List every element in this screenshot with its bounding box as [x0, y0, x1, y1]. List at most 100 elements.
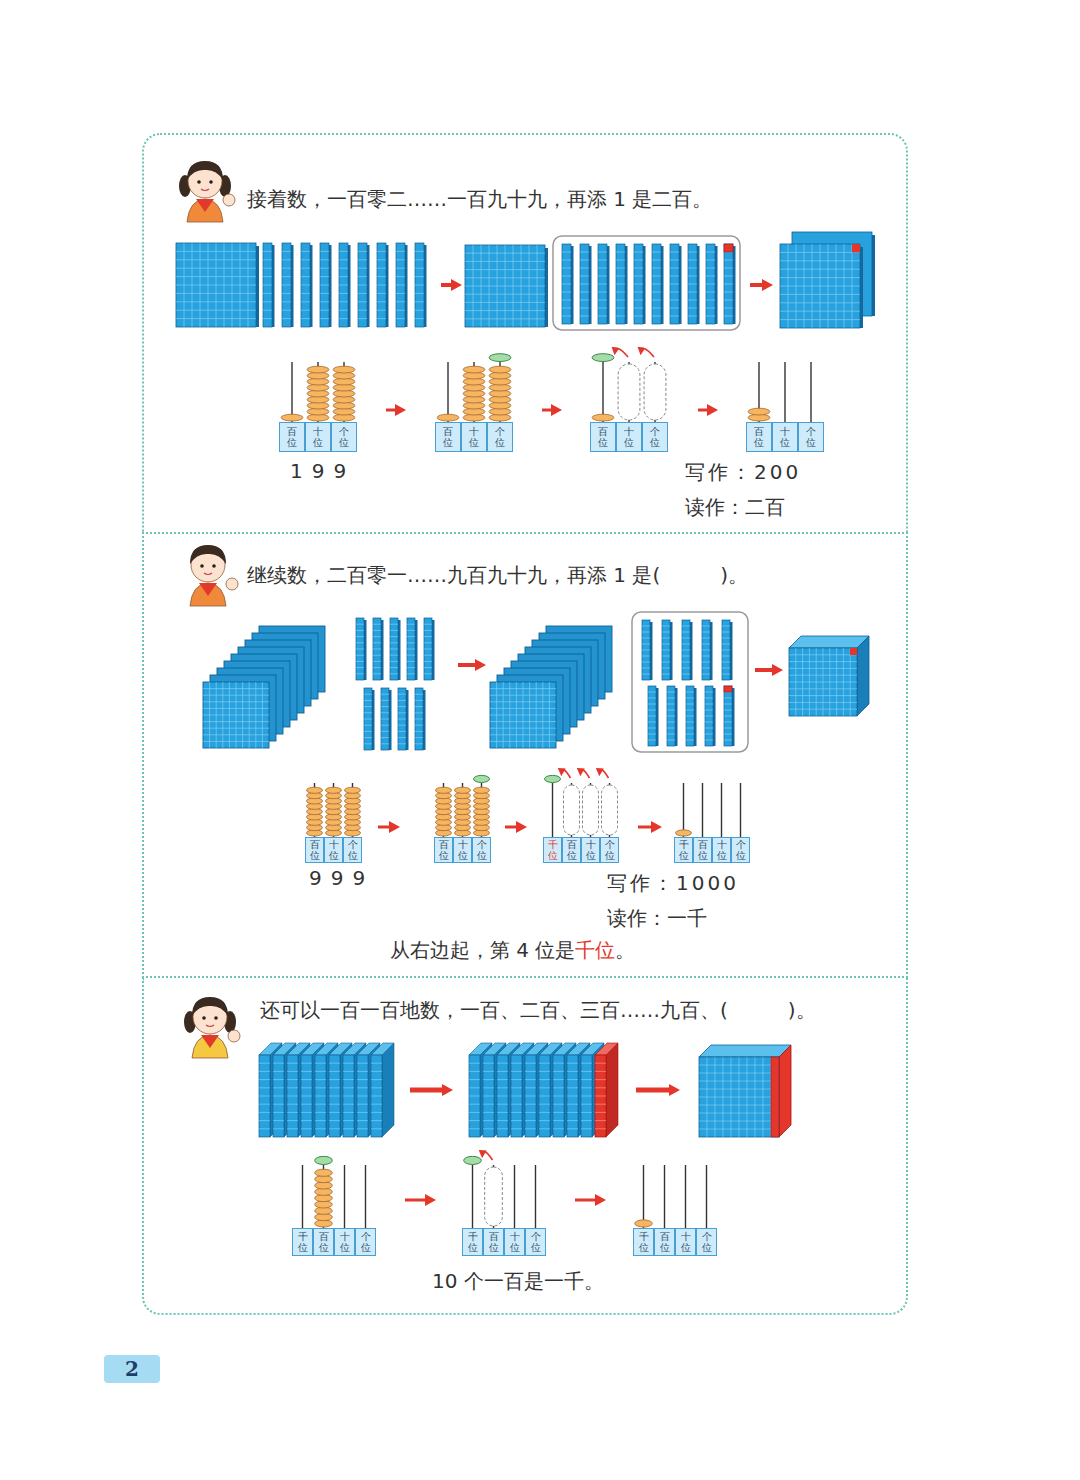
grid-line — [595, 1087, 606, 1088]
grid-line — [371, 1104, 382, 1105]
hand — [226, 578, 238, 590]
rod-line — [642, 662, 650, 663]
grid-line — [497, 1112, 508, 1113]
ten-rod — [648, 686, 659, 746]
place-value-label: 十位 — [324, 837, 343, 863]
abacus — [635, 1165, 707, 1228]
grid-line — [490, 701, 556, 702]
arrow-shaft — [410, 1088, 444, 1093]
grid-line — [357, 1079, 368, 1080]
rod-side — [697, 246, 700, 324]
grid-line — [539, 1071, 550, 1072]
grid-line — [287, 1120, 298, 1121]
arrow-head — [389, 821, 400, 833]
rod-line — [598, 276, 607, 277]
rod-line — [705, 722, 713, 723]
slab-face — [469, 1055, 480, 1137]
rod-line — [356, 661, 364, 662]
rod-line — [598, 268, 607, 269]
rod-line — [598, 308, 607, 309]
grid-line — [553, 1128, 564, 1129]
place-value-label: 千位 — [462, 1228, 483, 1256]
grid-line — [490, 715, 556, 716]
red-arrow — [750, 279, 773, 291]
rod-line — [282, 301, 291, 302]
rod-line — [648, 734, 656, 735]
rod-side — [713, 688, 716, 746]
grid-line — [699, 1065, 779, 1066]
grid-line — [273, 1104, 284, 1105]
body-text: 999 — [309, 866, 374, 890]
grid-line — [329, 1063, 340, 1064]
rod-line — [706, 292, 715, 293]
rod-line — [339, 268, 348, 269]
group-frame — [553, 236, 740, 330]
rod-line — [722, 638, 730, 639]
grid-line — [176, 259, 256, 260]
grid-line — [497, 1104, 508, 1105]
rod-line — [616, 260, 625, 261]
rod-line — [686, 740, 694, 741]
grid-line — [483, 1096, 494, 1097]
cube-top — [699, 1045, 791, 1057]
grid-line — [789, 702, 857, 703]
rod-line — [301, 293, 310, 294]
body — [187, 199, 223, 222]
grid-line — [511, 1128, 522, 1129]
place-label: 十位 — [329, 839, 339, 861]
ten-rod — [373, 618, 384, 680]
grid-line — [176, 318, 256, 319]
rod-line — [724, 300, 733, 301]
rod-line — [682, 632, 690, 633]
grid-line — [553, 1120, 564, 1121]
rod-line — [356, 642, 364, 643]
rod-line — [390, 661, 398, 662]
grid-line — [483, 1104, 494, 1105]
grid-line — [553, 1087, 564, 1088]
rod-line — [670, 276, 679, 277]
grid-line — [329, 1120, 340, 1121]
rod-line — [356, 649, 364, 650]
rod-side — [730, 622, 733, 680]
rod-line — [706, 252, 715, 253]
rod-line — [358, 310, 367, 311]
ten-rod — [667, 686, 678, 746]
hair — [187, 161, 223, 180]
place-value-label: 千位 — [674, 837, 693, 863]
child-figure — [184, 997, 240, 1058]
rod-line — [652, 308, 661, 309]
rod-line — [724, 292, 733, 293]
place-value-label: 百位 — [435, 422, 461, 452]
rod-line — [339, 285, 348, 286]
rod-line — [282, 293, 291, 294]
rod-face — [702, 620, 710, 680]
slab-face — [329, 1055, 340, 1137]
abacus — [436, 775, 490, 837]
grid-line — [780, 277, 860, 278]
rod-line — [398, 743, 406, 744]
rod-side — [625, 246, 628, 324]
hundred-flat — [371, 1043, 394, 1137]
grid-line — [203, 708, 269, 709]
place-label: 十位 — [340, 1231, 350, 1253]
rod-line — [263, 268, 272, 269]
place-label: 个位 — [495, 426, 505, 448]
grid-line — [287, 1063, 298, 1064]
rod-side — [571, 246, 574, 324]
grid-line — [203, 734, 269, 735]
grid-line — [789, 688, 857, 689]
rod-line — [339, 310, 348, 311]
rod-line — [662, 668, 670, 669]
rod-face — [706, 244, 715, 324]
rod-side — [329, 245, 332, 327]
grid-line — [287, 1071, 298, 1072]
rod-line — [688, 316, 697, 317]
grid-line — [497, 1128, 508, 1129]
rod-line — [682, 656, 690, 657]
grid-line — [301, 1128, 312, 1129]
abacus-bead — [315, 1169, 333, 1176]
eye — [212, 564, 216, 568]
grid-line — [511, 1071, 522, 1072]
rod-line — [598, 300, 607, 301]
